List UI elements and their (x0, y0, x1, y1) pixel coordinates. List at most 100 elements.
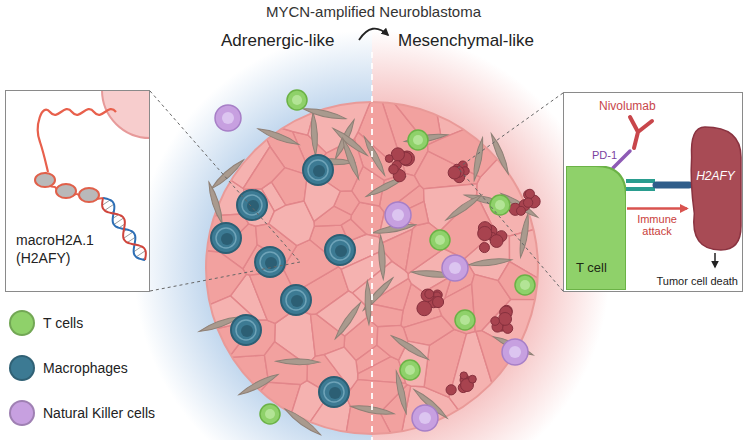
macrophage-nucleus (329, 387, 341, 399)
t-cell: T cell (566, 166, 626, 290)
tcr-receptor (626, 187, 655, 191)
dna-strand (103, 198, 145, 260)
dying-cell (425, 290, 434, 299)
macrophage-nucleus (247, 200, 259, 212)
title: MYCN-amplified Neuroblastoma (266, 3, 481, 20)
dying-cell (389, 165, 398, 174)
t-cell-icon (260, 404, 280, 424)
macrophage-body (281, 285, 311, 315)
leader-line (150, 262, 300, 291)
macrophage-ring (330, 240, 350, 260)
glow-left (0, 0, 372, 440)
fibroblast (238, 372, 280, 398)
region-label: Mesenchymal-like (398, 31, 534, 51)
macrophage-nucleus (241, 325, 253, 337)
macrophage-nucleus (335, 245, 347, 257)
edge-label-slot: Immune attack (628, 213, 686, 239)
fibroblast (488, 132, 511, 175)
dying-cell (523, 198, 532, 207)
leader-line (458, 168, 563, 291)
fibroblast (310, 112, 319, 156)
histone (79, 188, 99, 202)
mhc-molecule (656, 182, 689, 189)
t-cell-body (260, 404, 280, 424)
t-cell-nucleus (495, 200, 505, 210)
text-slot: macroH2A.1 (H2AFY) (16, 231, 111, 267)
dna-strand (102, 198, 146, 260)
dying-cell (491, 317, 500, 326)
t-cell-icon (400, 360, 420, 380)
legend-item: T cells (9, 310, 49, 336)
macrophage (281, 285, 311, 315)
inset-box: T cellH2AFYNivolumabPD-1Tumor cell death (563, 92, 743, 292)
macrophage-body (325, 235, 355, 265)
dying-cell (499, 312, 512, 325)
fibroblast (206, 181, 225, 225)
connector-arrow (627, 207, 687, 210)
leader-line (150, 91, 300, 262)
node-text: PD-1 (592, 148, 617, 162)
node-text: H2AFY (696, 169, 735, 184)
fibroblast (302, 106, 346, 122)
tumor-cell-outline (354, 132, 404, 180)
t-cell-nucleus (292, 95, 302, 105)
nk-cell-nucleus (419, 412, 431, 424)
text-slot: Tumor cell death (656, 271, 738, 289)
t-cell-body (287, 90, 307, 110)
nk-cell-body (502, 339, 528, 365)
dying-cell (421, 289, 434, 302)
tumor-cell-outline (435, 100, 537, 139)
legend-swatch (9, 400, 35, 426)
t-cell-icon (430, 230, 450, 250)
macrophage-body (255, 247, 285, 277)
t-cell-body (430, 230, 450, 250)
dying-cell (478, 226, 492, 240)
macrophage-body (237, 190, 267, 220)
legend-item: Natural Killer cells (9, 400, 121, 426)
label-slot: Mesenchymal-like (398, 31, 534, 51)
inset-ground (563, 92, 743, 292)
legend-swatch (9, 355, 35, 381)
t-cell-body (408, 130, 428, 150)
text-slot: H2AFY (689, 166, 742, 184)
title-slot: MYCN-amplified Neuroblastoma (0, 3, 747, 21)
macrophage-body (319, 377, 349, 407)
nk-cell-body (412, 405, 438, 431)
nk-cell-body (385, 202, 411, 228)
tumor-cell-outline (204, 355, 269, 436)
edge-label: Immune attack (628, 213, 686, 237)
legend-swatch (9, 310, 35, 336)
fibroblast (362, 135, 388, 177)
macrophage-ring (216, 228, 236, 248)
nk-cell-body (215, 105, 241, 131)
tumor-cell-outline (476, 331, 540, 436)
tumor-cell-outline (428, 100, 540, 177)
macrophage (325, 235, 355, 265)
fibroblast (209, 158, 246, 192)
fibroblast (283, 406, 322, 437)
fibroblast (390, 333, 430, 362)
fibroblast (333, 301, 363, 341)
death-arrow (714, 253, 716, 267)
text-slot: PD-1 (592, 145, 617, 163)
dna-rung (105, 204, 114, 210)
label-slot: Adrenergic-like (221, 31, 334, 51)
glow-right (372, 0, 747, 440)
macrophage-nucleus (221, 233, 233, 245)
t-cell-body (490, 195, 510, 215)
dying-cell (460, 372, 467, 379)
nk-cell-icon (215, 105, 241, 131)
nk-cell-icon (385, 202, 411, 228)
macrophage (237, 190, 267, 220)
macrophage (231, 315, 261, 345)
dna-rung (136, 251, 145, 257)
region-label: Adrenergic-like (221, 31, 334, 51)
t-cell-nucleus (265, 409, 275, 419)
t-cell-icon (287, 90, 307, 110)
nk-cell-icon (442, 255, 468, 281)
t-cell-nucleus (520, 280, 530, 290)
macrophage-ring (236, 320, 256, 340)
nk-cell-icon (412, 405, 438, 431)
legend-text: Natural Killer cells (43, 404, 155, 422)
